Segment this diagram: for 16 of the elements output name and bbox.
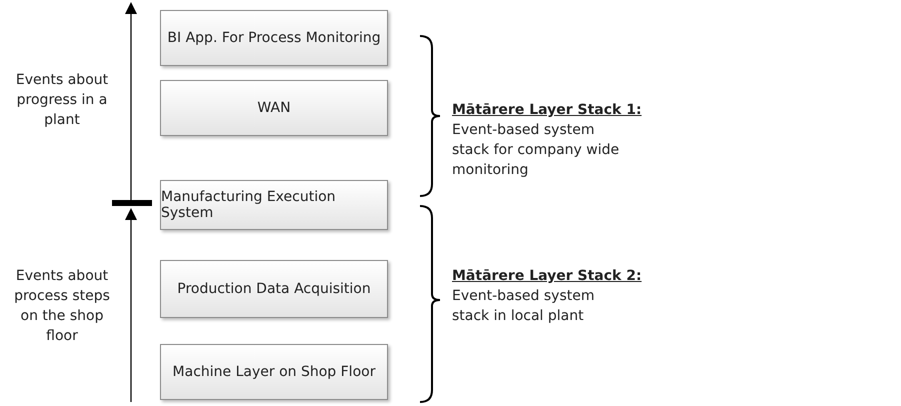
layer-box (160, 260, 388, 318)
layer-box (160, 180, 388, 230)
layer-label: Machine Layer on Shop Floor (172, 364, 376, 380)
side-note: Events about process steps on the shop floor (13, 267, 111, 346)
side-note: Events about progress in a plant (14, 71, 110, 130)
layer-label: Production Data Acquisition (177, 281, 371, 297)
layer-box (160, 344, 388, 400)
layer-label: WAN (257, 100, 291, 116)
layer-label: BI App. For Process Monitoring (167, 30, 381, 46)
stack-heading: Mātārere Layer Stack 1: (452, 101, 642, 120)
stack-description: Event-based system stack in local plant (452, 287, 596, 326)
layer-box (160, 80, 388, 136)
layer-label: Manufacturing Execution System (161, 189, 337, 221)
stack-heading: Mātārere Layer Stack 2: (452, 267, 642, 286)
stack-description: Event-based system stack for company wide monitoring (452, 121, 620, 180)
layer-box (160, 10, 388, 66)
